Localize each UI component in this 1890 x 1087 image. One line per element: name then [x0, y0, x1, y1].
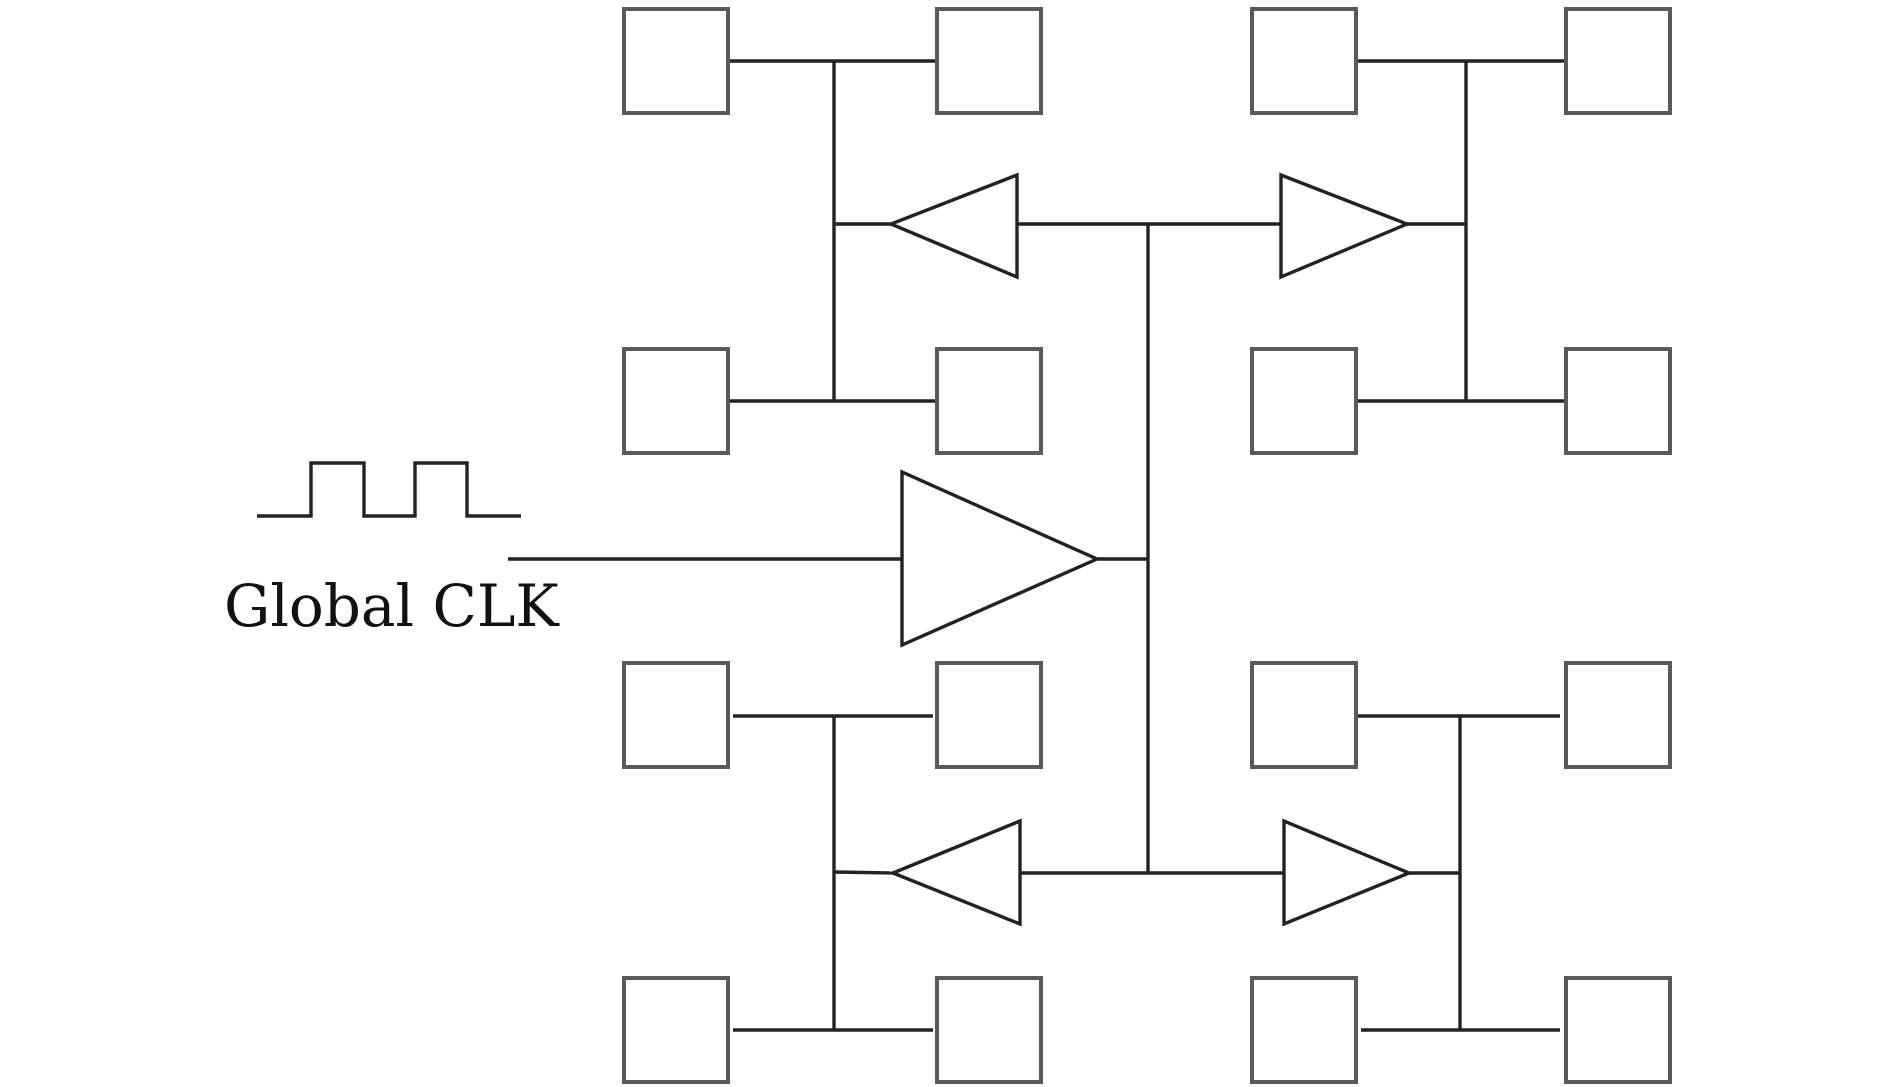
- sink-box: [935, 661, 1043, 769]
- sink-box: [935, 7, 1043, 115]
- sink-box: [935, 347, 1043, 455]
- sink-box: [622, 7, 730, 115]
- sink-box: [622, 976, 730, 1084]
- sink-box: [1564, 347, 1672, 455]
- buffer-lower-left: [888, 818, 1022, 927]
- buffer-upper-left: [886, 172, 1019, 280]
- buffer-upper-right: [1279, 172, 1412, 280]
- sink-box: [622, 347, 730, 455]
- sink-box: [1250, 976, 1358, 1084]
- sink-box: [622, 661, 730, 769]
- main-buffer: [900, 469, 1102, 648]
- buffer-lower-right: [1282, 818, 1414, 927]
- sink-box: [1564, 976, 1672, 1084]
- global-clk-label: Global CLK: [224, 572, 560, 640]
- sink-box: [935, 976, 1043, 1084]
- lower-left-buffer-output-wire: [833, 870, 894, 875]
- sink-box: [1250, 347, 1358, 455]
- sink-box: [1564, 7, 1672, 115]
- sink-box: [1250, 7, 1358, 115]
- clock-waveform-icon: [257, 461, 521, 518]
- sink-box: [1250, 661, 1358, 769]
- sink-box: [1564, 661, 1672, 769]
